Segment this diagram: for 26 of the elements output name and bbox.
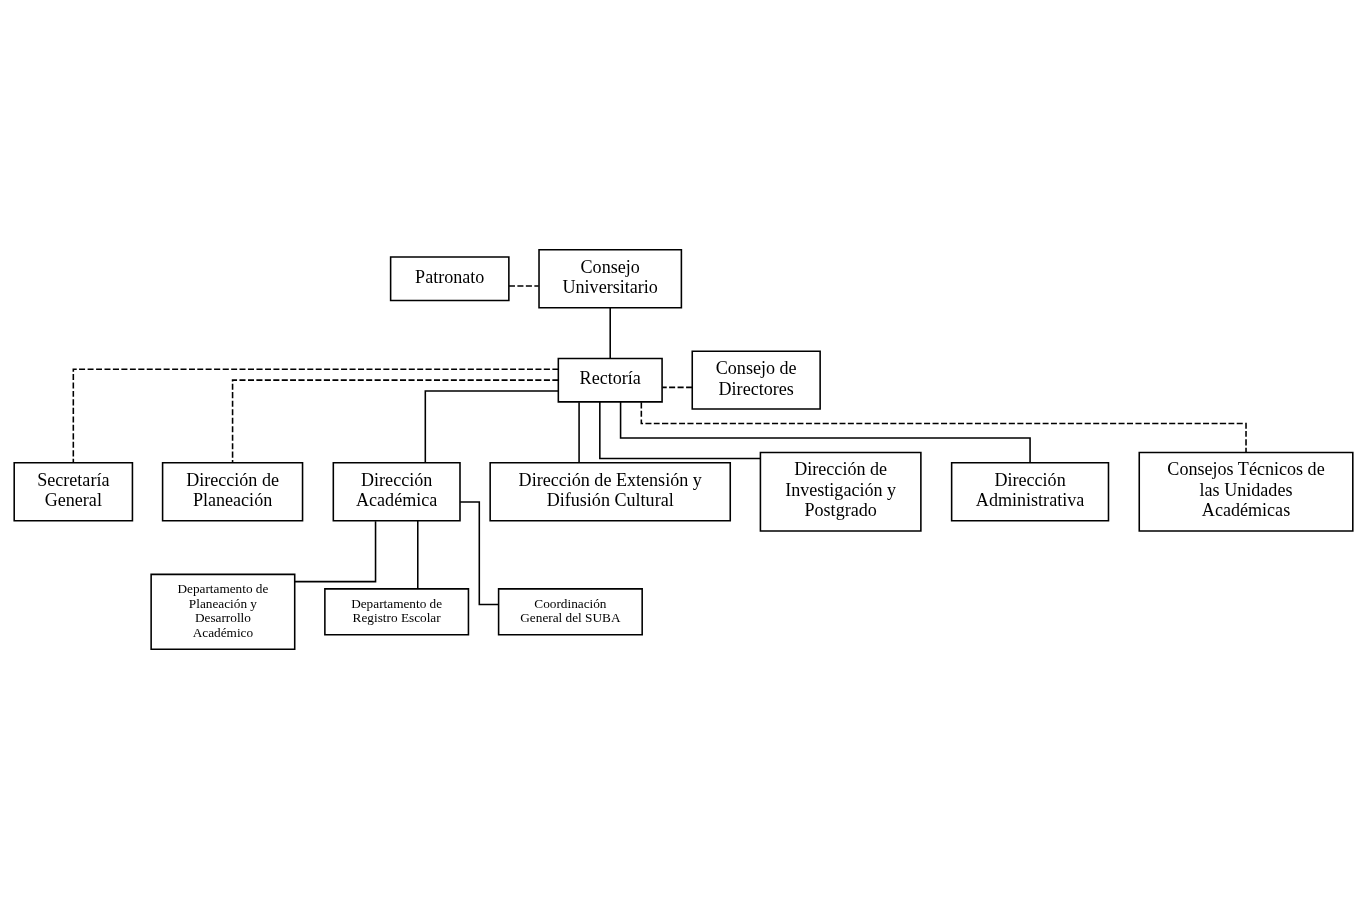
connector: [599, 400, 761, 459]
connector: [508, 284, 540, 287]
connector: [424, 389, 559, 463]
node-box: Consejo de Directores: [691, 349, 821, 410]
connector: [417, 519, 419, 589]
node-box: Dirección Académica: [332, 461, 461, 521]
connector: [578, 400, 580, 463]
connector: [619, 400, 1031, 463]
node-box: Consejos Técnicos de las Unidades Académicas: [1138, 451, 1354, 532]
connector: [231, 378, 559, 463]
connector: [294, 519, 377, 582]
node-box: Dirección de Planeación: [161, 461, 304, 521]
node-box: Departamento de Registro Escolar: [324, 587, 470, 635]
node-box: Coordinación General del SUBA: [497, 587, 643, 635]
node-box: Patronato: [389, 255, 510, 301]
connector: [661, 386, 693, 388]
connector: [609, 306, 611, 359]
node-box: Dirección de Investigación y Postgrado: [759, 451, 922, 532]
node-box: Secretaría General: [13, 461, 134, 521]
node-box: Departamento de Planeación y Desarrollo Académico: [150, 573, 296, 650]
connector: [640, 401, 1247, 453]
node-box: Consejo Universitario: [538, 248, 683, 309]
node-box: Dirección de Extensión y Difusión Cultural: [489, 461, 732, 521]
connector: [72, 368, 560, 463]
node-box: Rectoría: [557, 357, 663, 403]
node-box: Dirección Administrativa: [950, 461, 1110, 521]
